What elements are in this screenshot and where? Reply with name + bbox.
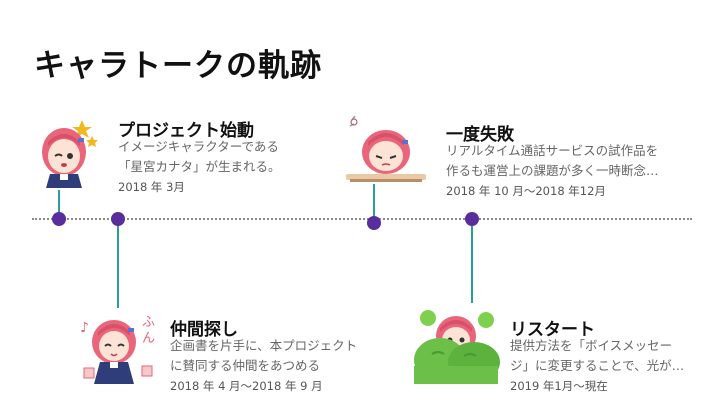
svg-text:ん: ん: [142, 331, 155, 346]
stem-event-4: [471, 218, 473, 303]
event-2-title: 仲間探し: [170, 320, 238, 340]
svg-text:♪: ♪: [80, 320, 89, 336]
event-1-date: 2018 年 3月: [118, 180, 185, 194]
timeline-dot-3: [367, 216, 381, 230]
event-1-title: プロジェクト始動: [118, 121, 254, 141]
event-4-title: リスタート: [510, 320, 595, 340]
event-2-desc-line2: に賛同する仲間をあつめる: [170, 358, 321, 373]
character-music-icon: ♪ ふ ん: [80, 315, 155, 384]
svg-text:ふ: ふ: [142, 315, 155, 330]
event-1-desc-line1: イメージキャラクターである: [118, 139, 279, 154]
event-3-title: 一度失敗: [446, 125, 514, 145]
event-2-desc-line1: 企画書を片手に、本プロジェクト: [170, 338, 358, 353]
event-4-desc-line2: ジ」に変更することで、光が…: [510, 358, 685, 373]
timeline-dot-4: [465, 212, 479, 226]
page-title: キャラトークの軌跡: [34, 48, 322, 84]
stem-event-1: [58, 190, 60, 218]
timeline-dot-2: [111, 212, 125, 226]
character-wink-icon: [42, 120, 98, 188]
event-1-desc-line2: 「星宮カナタ」が生まれる。: [118, 159, 281, 174]
event-3-desc-line1: リアルタイム通話サービスの試作品を: [446, 143, 659, 158]
event-2-date: 2018 年 4 月〜2018 年 9 月: [170, 379, 323, 393]
character-sad-icon: [346, 115, 426, 182]
stem-event-2: [117, 218, 119, 308]
event-3-desc-line2: 作るも運営上の課題が多く一時断念…: [446, 163, 659, 178]
timeline-line: [32, 218, 692, 220]
event-4-desc-line1: 提供方法を「ボイスメッセー: [510, 338, 673, 353]
stem-event-3: [373, 184, 375, 218]
timeline-dot-1: [52, 212, 66, 226]
character-bush-icon: [414, 310, 500, 384]
event-3-date: 2018 年 10 月〜2018 年12月: [446, 184, 606, 198]
event-4-date: 2019 年1月〜現在: [510, 379, 608, 393]
